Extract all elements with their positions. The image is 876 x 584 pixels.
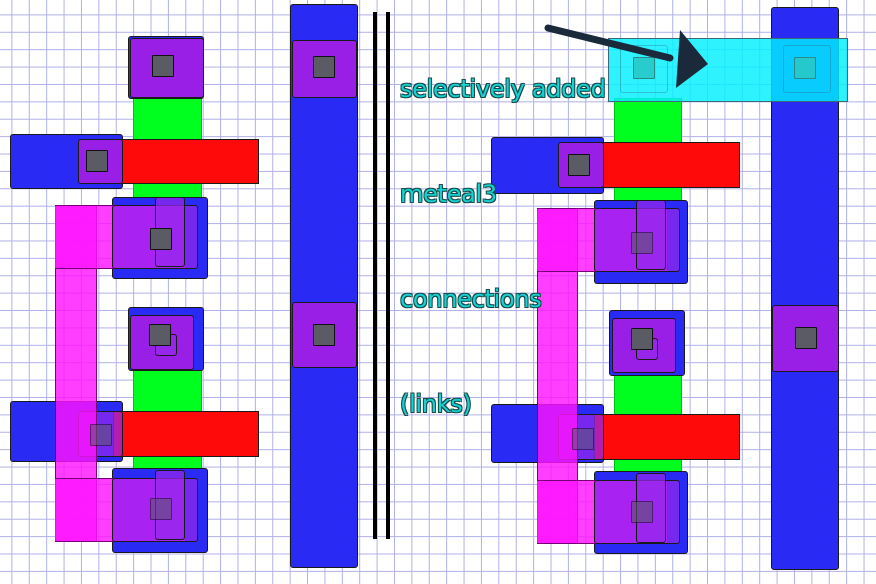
- left-rail-contact-mid: [313, 324, 335, 346]
- left-contact-mid: [149, 324, 171, 346]
- annotation-line-1: selectively added: [400, 75, 606, 103]
- left-contact-top: [152, 55, 174, 77]
- right-contact-gate-top: [568, 154, 590, 176]
- annotation-text: selectively added meteal3 connections (l…: [400, 2, 606, 457]
- left-contact-gate-bottom: [90, 424, 112, 446]
- right-contact-gate-bottom: [572, 428, 594, 450]
- right-poly-gate-bottom: [594, 414, 740, 460]
- right-poly-gate-top: [594, 142, 740, 188]
- left-contact-drain-bottom: [150, 498, 172, 520]
- right-contact-drain-top: [631, 232, 653, 254]
- separator-line-right: [386, 12, 390, 539]
- annotation-line-4: (links): [400, 390, 472, 418]
- metal3-right-via-outline: [783, 45, 831, 93]
- right-contact-drain-bottom: [631, 501, 653, 523]
- metal3-left-via-outline: [620, 45, 668, 93]
- left-power-rail: [290, 4, 358, 568]
- right-contact-mid: [631, 328, 653, 350]
- right-rail-contact-mid: [795, 327, 817, 349]
- left-contact-drain-top: [150, 228, 172, 250]
- left-poly-gate-top: [113, 139, 259, 184]
- annotation-line-3: connections: [400, 285, 542, 313]
- annotation-line-2: meteal3: [400, 180, 497, 208]
- left-rail-contact-top: [313, 56, 335, 78]
- metal3-contact-right: [794, 57, 816, 79]
- left-poly-gate-bottom: [113, 411, 259, 457]
- separator-line-left: [373, 12, 377, 539]
- left-contact-gate-top: [86, 150, 108, 172]
